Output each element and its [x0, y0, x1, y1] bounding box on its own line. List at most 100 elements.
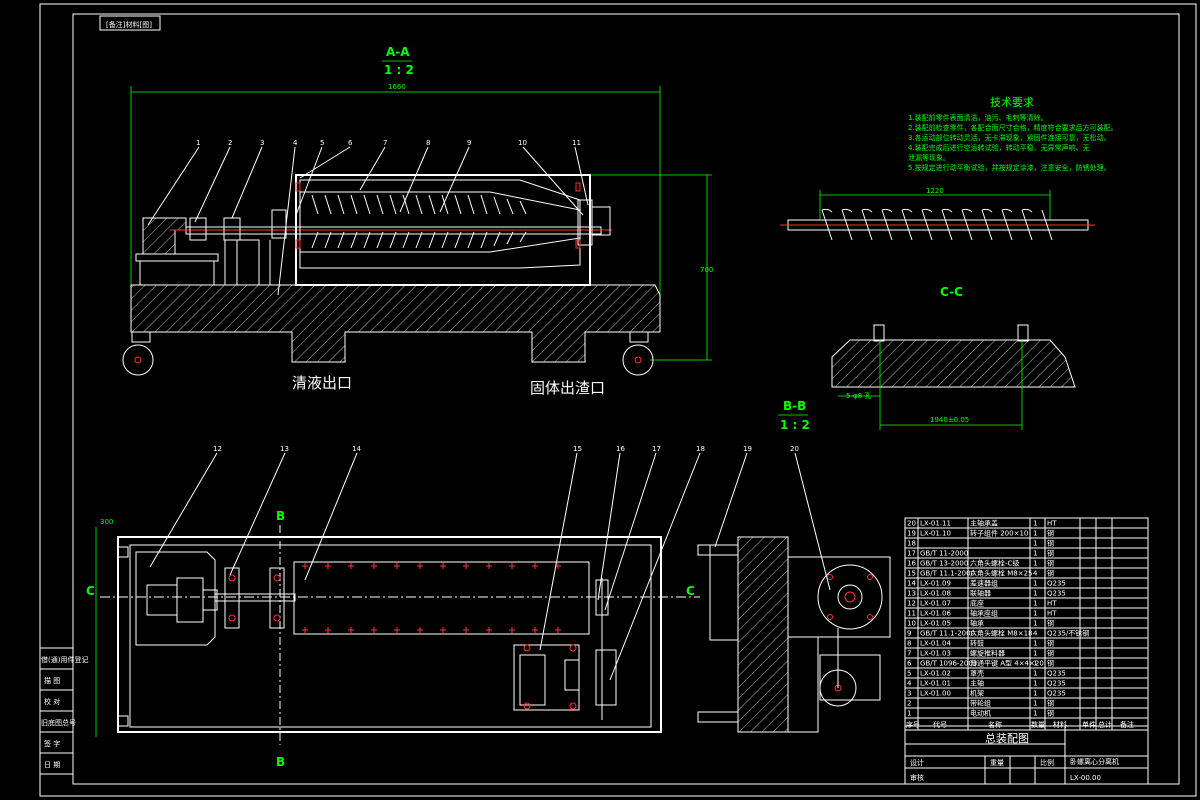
- cut-c-markers: C C: [86, 584, 700, 598]
- support-block: [236, 239, 260, 286]
- weight-label: 重量: [990, 759, 1004, 767]
- plan-frame: [117, 536, 662, 733]
- bom-cell-qty: 1: [1033, 700, 1037, 708]
- drum-bolt-mark: [417, 627, 423, 633]
- bom-cell-code: GB/T 1096-2003: [920, 660, 977, 668]
- bom-cell-name: 轴承座组: [970, 609, 998, 618]
- motor-platform: [135, 253, 219, 262]
- svg-text:借(通)用件登记: 借(通)用件登记: [41, 655, 88, 664]
- bom-cell-name: 普通平键 A型 4×4×20: [970, 659, 1044, 668]
- bom-cell-mat: 钢: [1047, 639, 1054, 648]
- svg-text:15: 15: [573, 445, 582, 453]
- motor-base-plate: [135, 551, 216, 646]
- svg-text:12: 12: [213, 445, 222, 453]
- svg-text:8: 8: [426, 139, 430, 147]
- svg-text:9: 9: [467, 139, 471, 147]
- bom-cell-mat: Q235: [1047, 680, 1066, 688]
- bom-cell-name: 罩壳: [970, 669, 984, 678]
- coupling-2: [223, 217, 241, 241]
- bom-cell-qty: 4: [1033, 630, 1038, 638]
- bb-clamp-bottom: [697, 711, 739, 723]
- bom-cell-qty: 1: [1033, 600, 1037, 608]
- outlet-clear: 清液出口: [292, 374, 352, 392]
- bom-header-code: 代号: [933, 720, 947, 729]
- bom-cell-mat: 钢: [1047, 619, 1054, 628]
- drum-bolt-mark: [348, 627, 354, 633]
- bom-cell-qty: 1: [1033, 620, 1037, 628]
- section-cc-label: C-C: [940, 285, 963, 299]
- bom-cell-qty: 1: [1033, 540, 1037, 548]
- bom-header-single: 单件: [1082, 720, 1096, 729]
- drum-bolt-mark: [440, 563, 446, 569]
- product-name: 卧螺离心分离机: [1070, 757, 1119, 766]
- bom-header-total: 总计: [1098, 720, 1112, 729]
- drum-bolt-mark: [371, 627, 377, 633]
- bom-cell-qty: 1: [1033, 550, 1037, 558]
- bom-cell-mat: 钢: [1047, 569, 1054, 578]
- bom-cell-n: 18: [907, 540, 916, 548]
- svg-text:6: 6: [348, 139, 353, 147]
- section-bb-scale: 1 : 2: [780, 418, 810, 432]
- tech-req-title: 技术要求: [990, 96, 1034, 109]
- bom-cell-name: 六角头螺栓 M8×25: [970, 569, 1033, 578]
- callouts-bottom: 12 13 14 15 16 17 18 19 20: [149, 445, 831, 681]
- svg-text:19: 19: [743, 445, 752, 453]
- bom-cell-code: GB/T 11-2000: [920, 550, 968, 558]
- bom-header-qty: 数量: [1031, 720, 1045, 729]
- drum-bolt-mark: [486, 627, 492, 633]
- drum-bolt-mark: [532, 563, 538, 569]
- caster-left: [122, 331, 154, 376]
- bom-cell-mat: Q235: [1047, 690, 1066, 698]
- bom-cell-mat: Q235: [1047, 670, 1066, 678]
- plan-shaft: [214, 593, 296, 602]
- bom-cell-qty: 1: [1033, 710, 1037, 718]
- bom-cell-n: 14: [907, 580, 916, 588]
- dim-bb: 300: [100, 518, 113, 526]
- bom-cell-qty: 1: [1033, 530, 1037, 538]
- drum-casing-inner: [299, 179, 581, 269]
- motor-drive-plan: [513, 644, 617, 711]
- bom-cell-mat: HT: [1047, 520, 1057, 528]
- section-aa-scale: 1 : 2: [384, 63, 414, 77]
- dim-height: 700: [700, 266, 713, 274]
- bom-cell-mat: HT: [1047, 600, 1057, 608]
- bom-cell-n: 6: [907, 660, 912, 668]
- bom-cell-n: 17: [907, 550, 916, 558]
- bom-cell-code: LX-01.11: [920, 520, 951, 528]
- cut-b-markers: B B: [276, 509, 285, 769]
- bom-cell-qty: 1: [1033, 640, 1037, 648]
- bom-cell-n: 16: [907, 560, 916, 568]
- svg-text:5.按规定进行动平衡试验，并按规定涂漆，注意安全，防锈处理。: 5.按规定进行动平衡试验，并按规定涂漆，注意安全，防锈处理。: [908, 163, 1111, 172]
- dim-screw: 1220: [926, 187, 944, 195]
- drum-bolt-mark: [440, 627, 446, 633]
- bom-cell-code: GB/T 11.1-2000: [920, 570, 975, 578]
- svg-text:16: 16: [616, 445, 625, 453]
- bom-cell-code: LX-01.00: [920, 690, 951, 698]
- bom-cell-qty: 1: [1033, 590, 1037, 598]
- plan-corner-2: [117, 715, 129, 727]
- drum-bolt-mark: [555, 627, 561, 633]
- svg-text:14: 14: [352, 445, 361, 453]
- drum-bolt-mark: [463, 563, 469, 569]
- cc-stud-1: [873, 324, 885, 342]
- bom-cell-mat: HT: [1047, 610, 1057, 618]
- bom-cell-n: 2: [907, 700, 911, 708]
- svg-text:B: B: [276, 509, 285, 523]
- bom-cell-name: 转子组件 200×10: [970, 529, 1028, 538]
- bom-cell-n: 13: [907, 590, 916, 598]
- motor-plan: [146, 577, 218, 623]
- svg-text:13: 13: [280, 445, 289, 453]
- dim-cc-small: 5-φ8 孔: [846, 392, 871, 400]
- svg-text:2.装配前检查零件，各配合面尺寸合格，精度符合要求后方可装配: 2.装配前检查零件，各配合面尺寸合格，精度符合要求后方可装配。: [908, 123, 1118, 132]
- bb-clamp-top: [697, 544, 739, 556]
- svg-text:18: 18: [696, 445, 705, 453]
- designer-label: 设计: [910, 758, 924, 767]
- bom-cell-name: 主轴承盖: [970, 519, 998, 528]
- bom-cell-mat: Q235: [1047, 590, 1066, 598]
- bom-cell-n: 9: [907, 630, 911, 638]
- bom-cell-code: LX-01.02: [920, 670, 951, 678]
- bowl: [300, 191, 581, 253]
- bom-cell-n: 19: [907, 530, 916, 538]
- bom-cell-code: LX-01.09: [920, 580, 951, 588]
